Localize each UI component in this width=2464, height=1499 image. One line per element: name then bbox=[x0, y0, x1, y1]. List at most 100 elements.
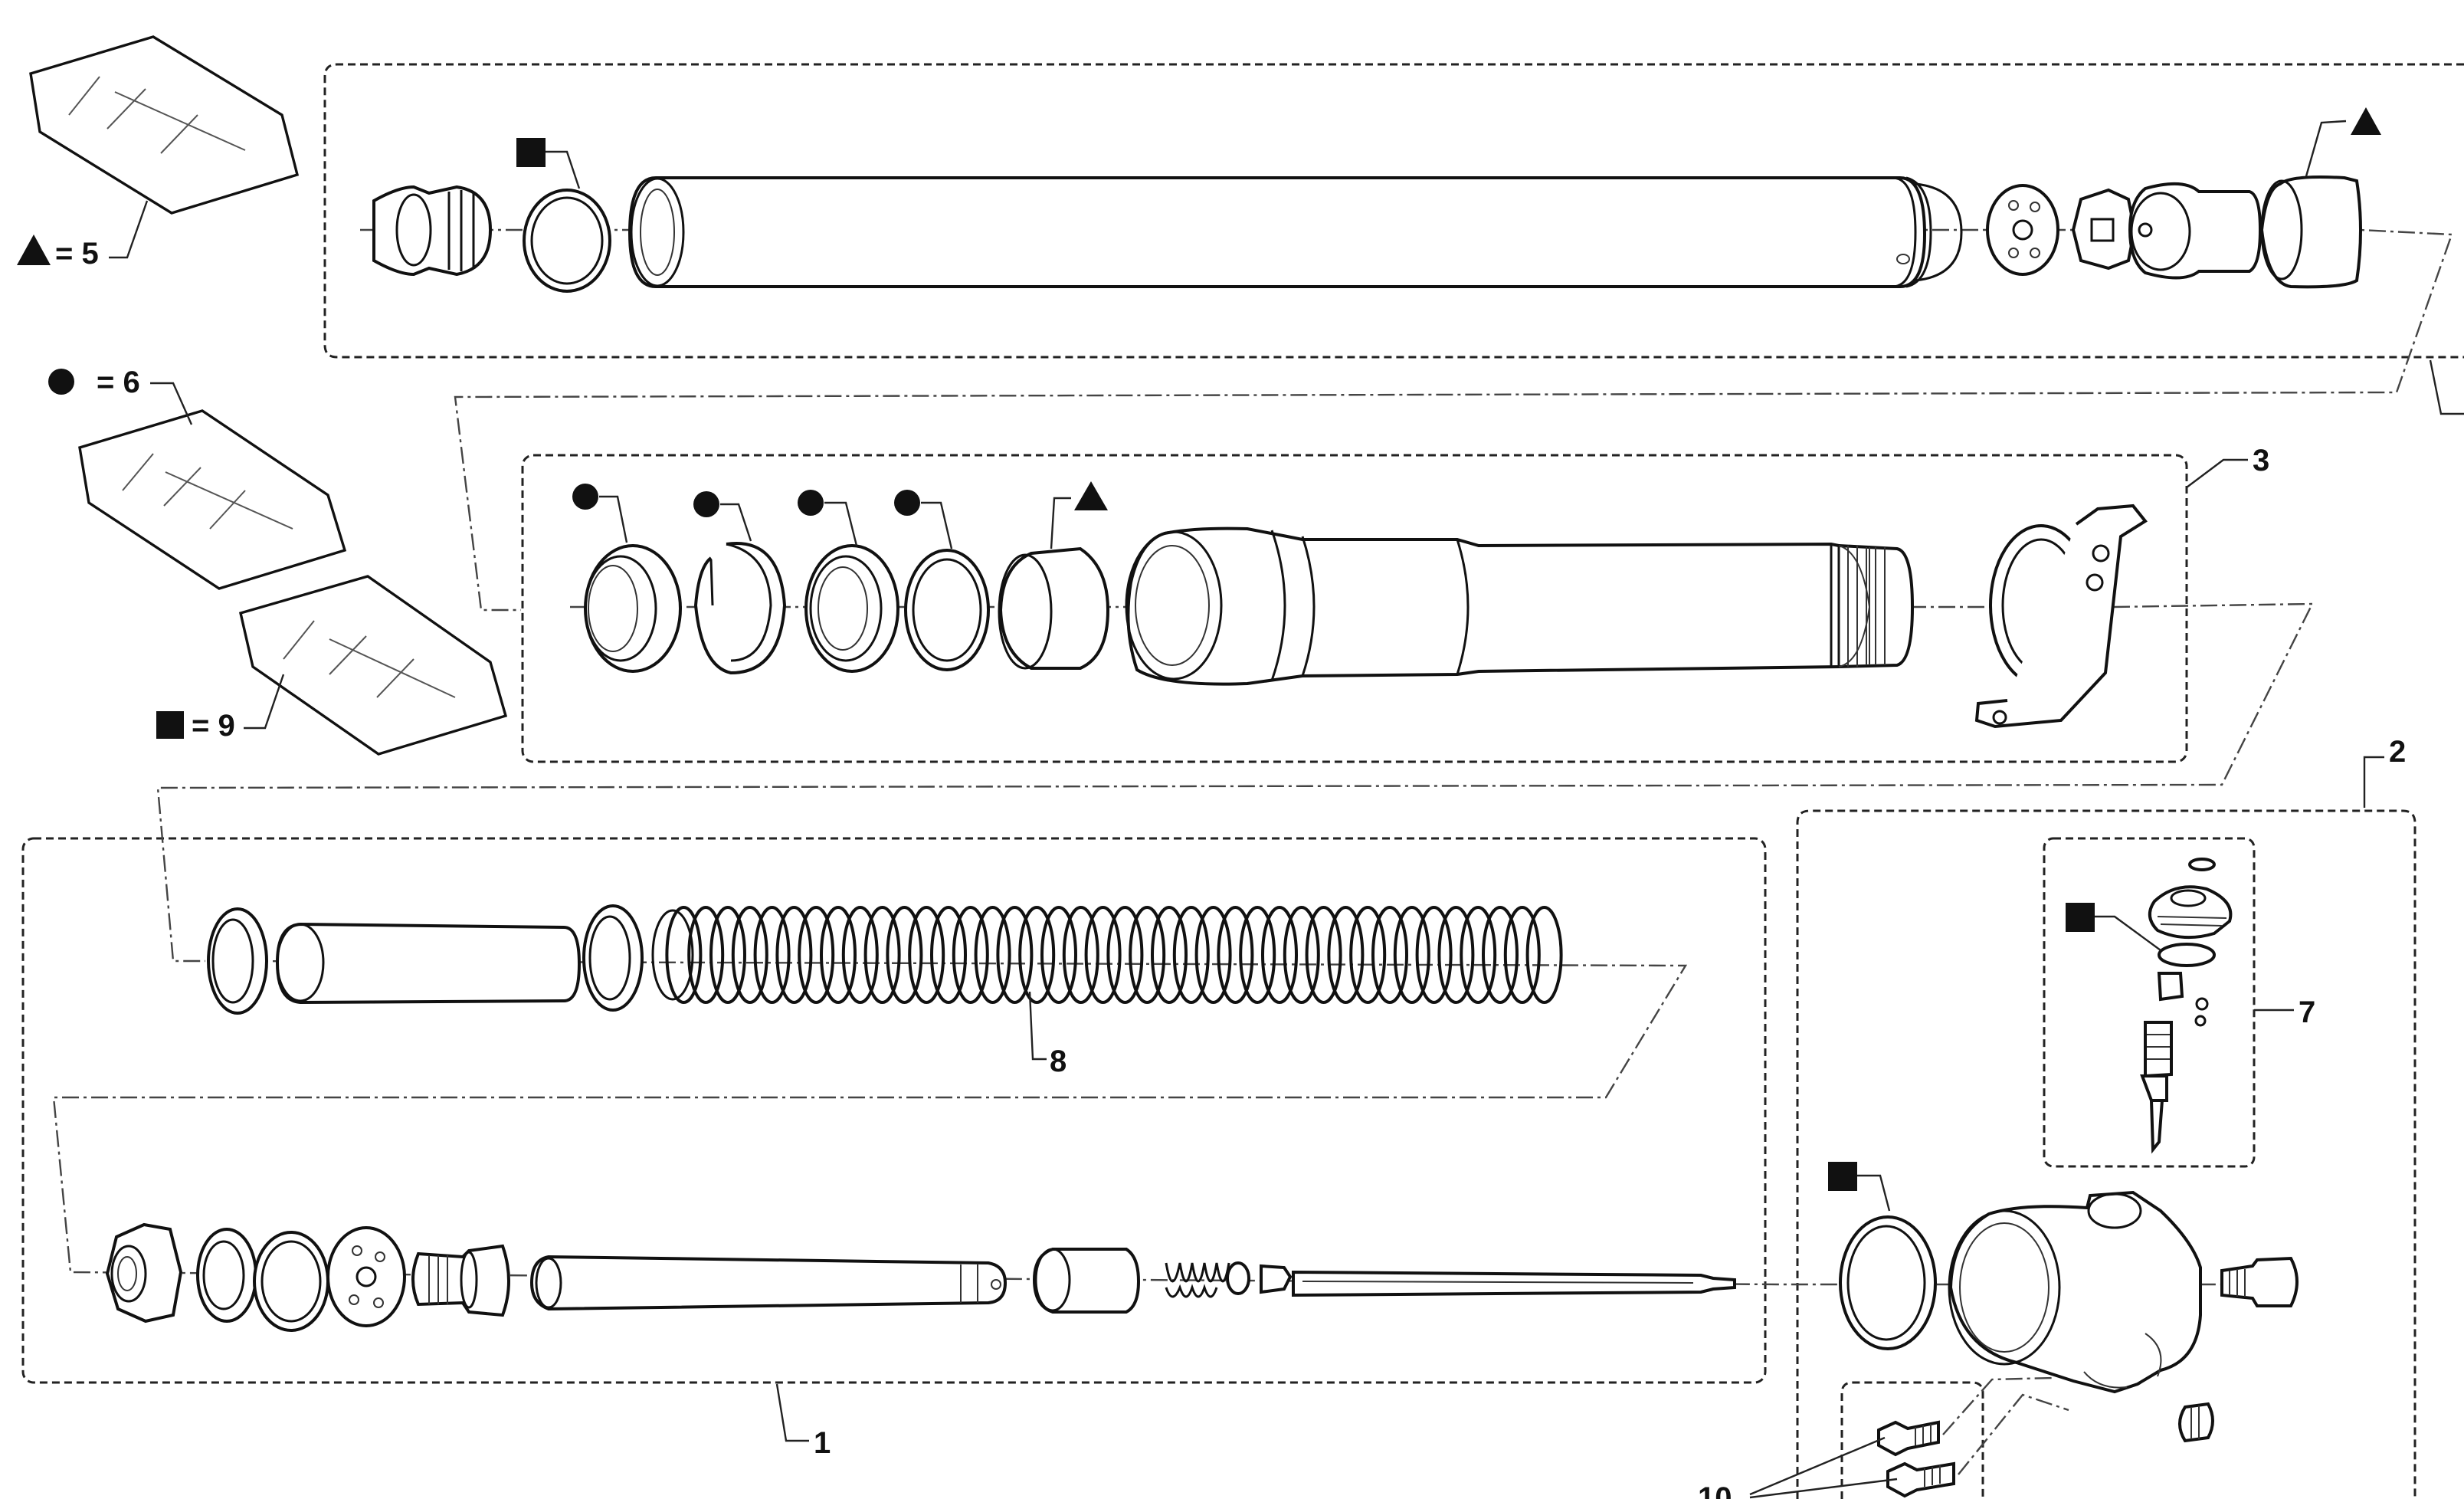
dust-seal bbox=[572, 484, 682, 673]
damper-valve-body bbox=[411, 1244, 510, 1317]
svg-text:3: 3 bbox=[2253, 444, 2269, 477]
spring-coil bbox=[1194, 906, 1232, 1004]
spacer-tube bbox=[275, 922, 582, 1005]
caliper-bolt-lower bbox=[1886, 1461, 1955, 1498]
svg-text:1: 1 bbox=[814, 1426, 831, 1460]
assembly-line-lower bbox=[52, 959, 2283, 1286]
triangle-marker-icon bbox=[17, 235, 51, 265]
top-nut-small bbox=[2071, 188, 2137, 271]
spring-coil bbox=[1437, 906, 1475, 1004]
callout-8: 8 bbox=[1028, 991, 1067, 1078]
spring-coil bbox=[665, 906, 703, 1004]
damper-nut bbox=[105, 1222, 183, 1324]
spring-coil bbox=[1151, 906, 1188, 1004]
spring-coil bbox=[1305, 906, 1342, 1004]
circlip bbox=[693, 491, 787, 675]
damper-small-spring bbox=[1165, 1262, 1230, 1298]
svg-text:8: 8 bbox=[1050, 1045, 1067, 1078]
inner-fork-tube bbox=[627, 176, 1963, 288]
bag-icon-triangle-legend bbox=[29, 35, 300, 215]
spring-coil bbox=[820, 906, 857, 1004]
spring-coil bbox=[1261, 906, 1298, 1004]
triangle-marker-icon bbox=[1074, 481, 1108, 510]
callout-3: 3 bbox=[2186, 444, 2269, 488]
circle-marker-icon bbox=[798, 490, 824, 516]
spring-coil bbox=[1172, 906, 1210, 1004]
top-o-ring bbox=[516, 138, 611, 293]
oil-seal bbox=[798, 490, 899, 673]
spring-coil bbox=[841, 906, 879, 1004]
foot-axle-bolt bbox=[2220, 1256, 2299, 1307]
spring-seat-left bbox=[207, 907, 268, 1015]
circle-marker-icon bbox=[894, 490, 920, 516]
spring-coil bbox=[996, 906, 1034, 1004]
spring-coil bbox=[952, 906, 989, 1004]
group-box-top-tube bbox=[323, 63, 2464, 359]
spring-coil bbox=[1018, 906, 1056, 1004]
caliper-bolt-upper bbox=[1877, 1420, 1940, 1457]
spring-coil bbox=[930, 906, 967, 1004]
group-box-2-foot bbox=[1796, 809, 2416, 1499]
spring-coil bbox=[1460, 906, 1497, 1004]
assembly-line-bolts bbox=[1942, 1376, 2069, 1475]
spring-coil bbox=[1084, 906, 1122, 1004]
callout-1: 1 bbox=[775, 1383, 831, 1460]
spring-coil bbox=[1106, 906, 1144, 1004]
damper-ring bbox=[253, 1231, 329, 1332]
group-box-1-damper bbox=[21, 837, 1767, 1384]
main-spring bbox=[651, 906, 1563, 1004]
valve-ball bbox=[2194, 997, 2209, 1027]
legend-square: = 9 bbox=[156, 674, 285, 743]
spring-coil bbox=[1283, 906, 1320, 1004]
spring-coil bbox=[1371, 906, 1408, 1004]
leader-top-right bbox=[2429, 359, 2464, 415]
top-guide-bushing bbox=[2259, 107, 2381, 289]
circle-marker-icon bbox=[572, 484, 598, 510]
svg-text:2: 2 bbox=[2389, 735, 2406, 769]
spring-coil bbox=[687, 906, 725, 1004]
callout-2: 2 bbox=[2363, 735, 2406, 808]
svg-text:7: 7 bbox=[2299, 996, 2315, 1029]
spring-coil bbox=[798, 906, 835, 1004]
legend-triangle: = 5 bbox=[17, 200, 149, 271]
group-box-7-valve bbox=[2043, 837, 2256, 1168]
spring-coil bbox=[1415, 906, 1453, 1004]
damper-seal bbox=[196, 1228, 257, 1323]
spring-coil bbox=[1062, 906, 1099, 1004]
spring-coil bbox=[709, 906, 746, 1004]
damper-adjuster-needle bbox=[1292, 1270, 1736, 1297]
bag-icon-circle-legend bbox=[78, 409, 347, 590]
square-marker-icon bbox=[516, 138, 546, 167]
legend-circle-text: = 6 bbox=[97, 366, 140, 399]
square-marker-icon bbox=[156, 711, 184, 739]
valve-body bbox=[2140, 972, 2184, 1154]
spring-coil bbox=[1129, 906, 1166, 1004]
callout-10: 10 bbox=[1698, 1436, 1898, 1499]
spring-coil bbox=[1525, 906, 1563, 1004]
spring-coil bbox=[1040, 906, 1077, 1004]
top-bushing-cap bbox=[2128, 182, 2262, 280]
top-cap-nut bbox=[372, 185, 493, 277]
spring-coil bbox=[753, 906, 791, 1004]
spring-coil bbox=[1217, 906, 1254, 1004]
spring-coil bbox=[1327, 906, 1365, 1004]
svg-text:10: 10 bbox=[1698, 1481, 1732, 1499]
legend-square-text: = 9 bbox=[192, 709, 235, 743]
valve-cap bbox=[2148, 885, 2233, 940]
spring-coil bbox=[1239, 906, 1276, 1004]
fork-foot bbox=[1948, 1190, 2202, 1394]
outer-fork-tube bbox=[1125, 526, 1915, 686]
fork-bracket bbox=[1974, 503, 2148, 729]
group-box-3-outer-tube bbox=[521, 454, 2188, 763]
circle-marker-icon bbox=[48, 369, 74, 395]
spring-coil bbox=[775, 906, 813, 1004]
circle-marker-icon bbox=[693, 491, 719, 517]
spring-seat-right bbox=[582, 904, 644, 1012]
damper-rod bbox=[529, 1255, 1008, 1311]
legend-triangle-text: = 5 bbox=[55, 237, 99, 271]
square-marker-icon bbox=[2066, 903, 2095, 932]
callout-7: 7 bbox=[2254, 996, 2315, 1029]
slider-bushing bbox=[998, 481, 1110, 670]
spring-coil bbox=[908, 906, 945, 1004]
